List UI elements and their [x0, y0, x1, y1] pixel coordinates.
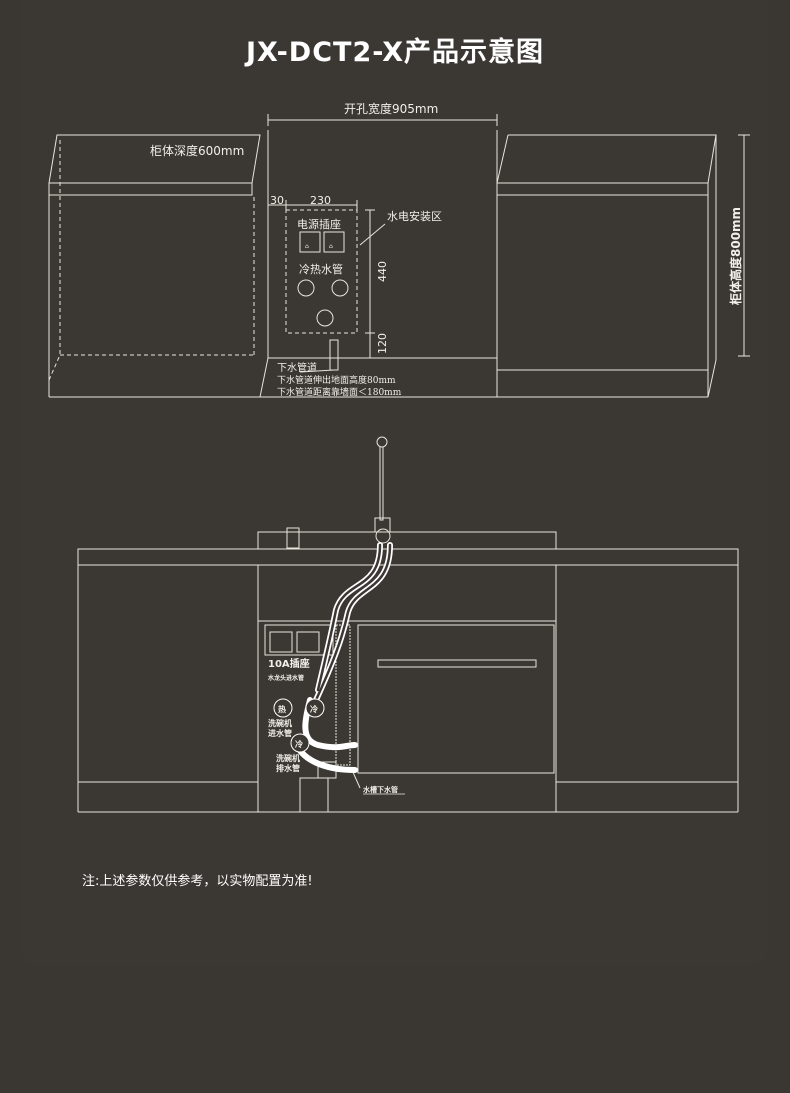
soap-dispenser: [286, 527, 300, 549]
power-socket-1: [299, 231, 321, 253]
drain-title-label: 下水管道: [277, 361, 317, 374]
drain-note-2: 下水管道距离靠墙面＜180mm: [277, 386, 402, 398]
faucet: [374, 436, 391, 544]
hot-pipe: [297, 279, 315, 297]
cold-pipe: [331, 279, 349, 297]
dim-230-label: 230: [310, 194, 331, 207]
dim-30-label: 30: [270, 194, 284, 207]
socket-panel: [264, 624, 334, 656]
valve-badges: [273, 698, 325, 753]
cold-badge-2: 冷: [295, 739, 303, 749]
power-socket-2: [323, 231, 345, 253]
opening-width-label: 开孔宽度905mm: [344, 101, 438, 116]
dishwasher: [357, 624, 555, 774]
dw-drain-label-2: 排水管: [276, 763, 300, 773]
countertop: [77, 531, 739, 813]
utility-area-label: 水电安装区: [387, 209, 442, 223]
page-title: JX-DCT2-X产品示意图: [245, 37, 545, 68]
right-cabinet: [496, 134, 717, 398]
dw-inlet-label-1: 洗碗机: [268, 718, 292, 728]
opening: [259, 130, 498, 398]
cold-badge: 冷: [310, 704, 318, 714]
utility-area-box: [285, 209, 358, 334]
svg-text:⌂: ⌂: [329, 243, 333, 250]
dim-120-label: 120: [376, 333, 389, 354]
faucet-inlet-label: 水龙头进水管: [268, 674, 304, 682]
dishwasher-handle: [377, 659, 537, 668]
cabinet-height-label: 柜体高度800mm: [728, 207, 743, 306]
dw-drain-label-1: 洗碗机: [276, 753, 300, 763]
hoses: [292, 542, 393, 773]
cabinet-depth-label: 柜体深度600mm: [150, 143, 244, 158]
drain-pipe: [329, 339, 339, 371]
sink-drain-label: 水槽下水管: [363, 785, 398, 794]
socket-label: 10A插座: [268, 657, 310, 670]
disclaimer-note: 注:上述参数仅供参考，以实物配置为准!: [82, 874, 313, 889]
svg-text:⌂: ⌂: [305, 243, 309, 250]
drain-note-1: 下水管道伸出地面高度80mm: [277, 374, 396, 386]
drain-outlet: [316, 309, 334, 327]
dw-inlet-label-2: 进水管: [268, 728, 292, 738]
hot-badge: 热: [278, 704, 286, 714]
content-panel: [22, 0, 768, 966]
hot-cold-pipes-label: 冷热水管: [299, 262, 343, 276]
left-cabinet: [48, 134, 261, 398]
power-socket-label: 电源插座: [297, 217, 341, 231]
dim-440-label: 440: [376, 261, 389, 282]
